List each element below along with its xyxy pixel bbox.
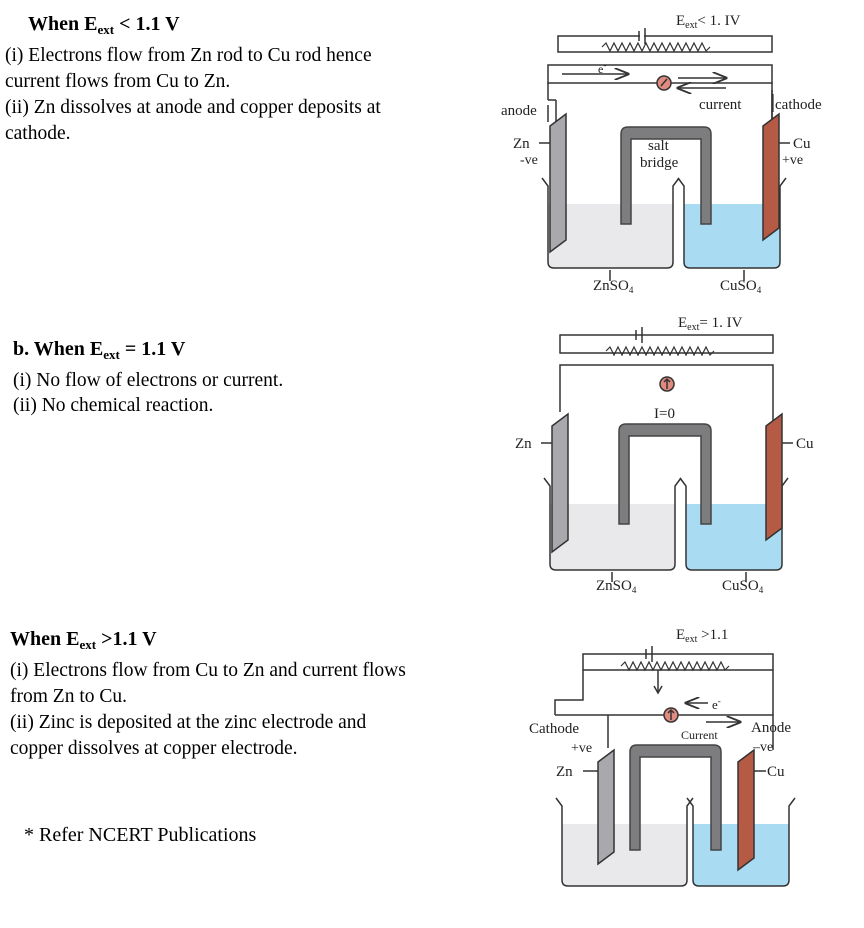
external-circuit — [559, 334, 774, 422]
zinc-solution — [562, 824, 687, 886]
zinc-beaker — [541, 177, 680, 269]
section-3-line: (i) Electrons flow from Cu to Zn and cur… — [10, 660, 406, 681]
battery-icon — [638, 28, 646, 44]
diagram-2 — [541, 327, 793, 582]
section-3-line: from Zn to Cu. — [10, 686, 127, 707]
electron-label: e- — [598, 60, 606, 76]
section-3-line: copper dissolves at copper electrode. — [10, 738, 298, 759]
current-zero-label: I=0 — [654, 406, 675, 422]
section-3-line: (ii) Zinc is deposited at the zinc elect… — [10, 712, 367, 733]
battery-icon — [645, 646, 653, 662]
anode-label: Anode — [751, 720, 791, 736]
zinc-solution — [550, 504, 675, 570]
battery-icon — [635, 327, 643, 343]
copper-solution-label: CuSO4 — [722, 578, 764, 595]
cathode-sign-label: +ve — [571, 741, 592, 756]
zinc-rod — [551, 412, 569, 554]
anode-label: anode — [501, 103, 537, 119]
diagram-1-labels: Eext< 1. IV e- anode current cathode Zn … — [501, 13, 822, 295]
zinc-solution-label: ZnSO4 — [596, 578, 637, 595]
external-circuit — [554, 653, 774, 750]
copper-rod — [762, 112, 780, 242]
cathode-label: cathode — [775, 97, 822, 113]
heading-subscript: ext — [79, 637, 97, 652]
zn-label: Zn — [556, 764, 573, 780]
zinc-beaker — [555, 797, 694, 887]
eext-label: Eext< 1. IV — [676, 13, 741, 31]
copper-beaker — [679, 477, 789, 571]
eext-label: Eext= 1. IV — [678, 315, 743, 333]
diagram-2-labels: Eext= 1. IV I=0 Zn Cu ZnSO4 CuSO4 — [515, 315, 814, 595]
salt-bridge — [629, 744, 722, 851]
section-3: When Eext >1.1 V (i) Electrons flow from… — [10, 626, 406, 762]
diagram-3 — [554, 646, 796, 887]
section-1-heading: When Eext < 1.1 V — [5, 11, 381, 43]
zinc-solution-label: ZnSO4 — [593, 278, 634, 295]
section-2: b. When Eext = 1.1 V (i) No flow of elec… — [13, 336, 283, 418]
section-2-heading: b. When Eext = 1.1 V — [13, 336, 283, 368]
zinc-solution — [548, 204, 673, 268]
salt-bridge — [618, 423, 712, 525]
rheostat-icon — [605, 345, 715, 357]
copper-rod — [737, 748, 755, 872]
electron-label: e- — [712, 696, 721, 712]
ammeter-icon — [663, 707, 679, 723]
anode-sign-label: –ve — [752, 740, 773, 755]
heading-subscript: ext — [103, 347, 120, 362]
cu-sign-label: +ve — [782, 153, 803, 168]
current-label: Current — [681, 728, 718, 742]
section-1-line: (i) Electrons flow from Zn rod to Cu rod… — [5, 45, 372, 66]
section-1: When Eext < 1.1 V (i) Electrons flow fro… — [5, 11, 381, 147]
heading-text: >1.1 V — [96, 628, 157, 650]
heading-subscript: ext — [97, 22, 115, 37]
heading-text: b. When E — [13, 338, 104, 360]
section-2-line: (i) No flow of electrons or current. — [13, 370, 284, 391]
rheostat-icon — [620, 660, 730, 672]
diagram-3-labels: Eext >1.1 e- Cathode +ve Current Anode –… — [529, 627, 791, 780]
bridge-label: bridge — [640, 155, 679, 171]
diagram-1 — [539, 28, 790, 281]
section-1-line: current flows from Cu to Zn. — [5, 71, 231, 92]
cu-label: Cu — [767, 764, 785, 780]
cu-label: Cu — [796, 436, 814, 452]
zinc-rod — [597, 748, 615, 866]
zn-label: Zn — [515, 436, 532, 452]
section-3-heading: When Eext >1.1 V — [10, 626, 406, 658]
cathode-label: Cathode — [529, 721, 579, 737]
section-2-line: (ii) No chemical reaction. — [13, 395, 214, 416]
copper-beaker — [686, 797, 796, 887]
rheostat-icon — [601, 41, 711, 53]
current-label: current — [699, 97, 742, 113]
heading-text: = 1.1 V — [119, 338, 186, 360]
cu-label: Cu — [793, 136, 811, 152]
copper-beaker — [677, 177, 787, 269]
salt-label: salt — [648, 138, 670, 154]
zinc-beaker — [543, 477, 682, 571]
heading-text: When E — [28, 13, 98, 35]
ammeter-icon — [656, 75, 672, 91]
zn-sign-label: -ve — [520, 153, 538, 168]
section-1-line: cathode. — [5, 123, 71, 144]
salt-bridge — [620, 126, 712, 225]
copper-rod — [765, 412, 783, 542]
zn-label: Zn — [513, 136, 530, 152]
eext-label: Eext >1.1 — [676, 627, 728, 645]
heading-text: When E — [10, 628, 80, 650]
ammeter-icon — [659, 376, 675, 392]
section-1-line: (ii) Zn dissolves at anode and copper de… — [5, 97, 381, 118]
heading-text: < 1.1 V — [114, 13, 180, 35]
footnote: * Refer NCERT Publications — [24, 824, 257, 846]
copper-solution-label: CuSO4 — [720, 278, 762, 295]
zinc-rod — [549, 112, 567, 254]
